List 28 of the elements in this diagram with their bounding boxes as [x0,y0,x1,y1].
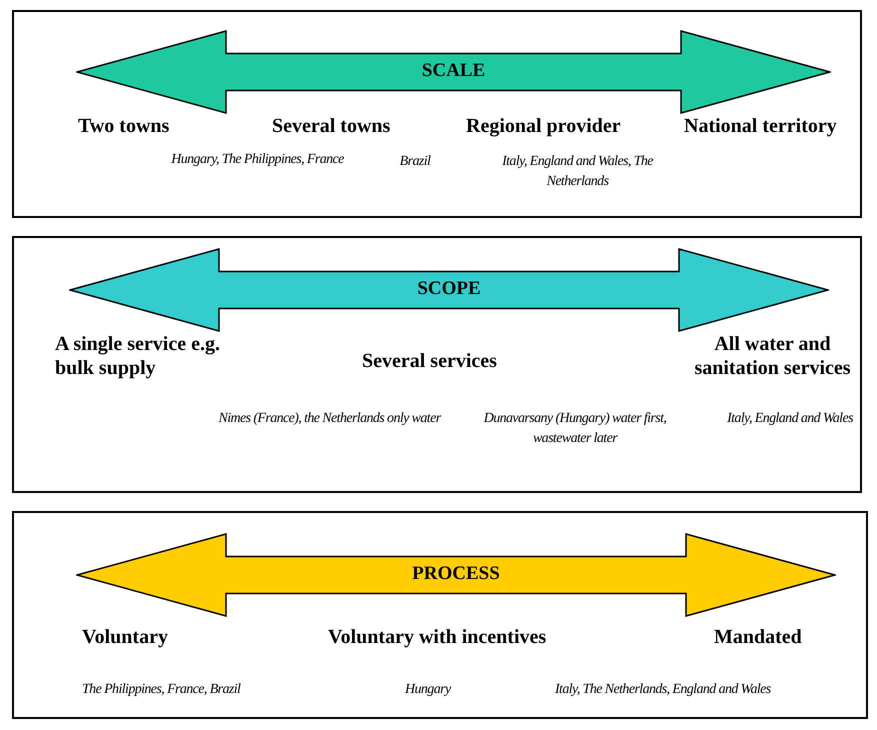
example-text: Nimes (France), the Netherlands only water [217,410,442,428]
example-text: The Philippines, France, Brazil [82,681,242,699]
arrow-label: PROCESS [411,563,501,585]
category-label: All water and sanitation services [693,332,852,380]
arrow-label: SCOPE [416,278,482,300]
category-label: Regional provider [466,114,622,138]
category-label: Voluntary [82,625,169,649]
category-label: Voluntary with incentives [328,625,548,649]
category-label: Several services [362,349,498,373]
category-label: Two towns [78,114,170,138]
double-arrow [69,248,829,332]
category-label: National territory [684,114,838,138]
example-text: Dunavarsany (Hungary) water first, wastewater later [482,410,668,448]
arrow-label: SCALE [420,60,486,82]
category-label: Mandated [714,625,803,649]
panel-frame [12,511,868,719]
example-text: Italy, The Netherlands, England and Wales [555,681,772,699]
example-text: Hungary, The Philippines, France [170,151,345,169]
category-label: Several towns [272,114,392,138]
example-text: Hungary [405,681,452,699]
example-text: Italy, England and Wales [726,410,854,428]
example-text: Italy, England and Wales, The Netherlands [501,153,654,191]
double-arrow [76,533,836,617]
double-arrow [76,30,831,114]
panel-frame [12,10,862,218]
panel-frame [12,236,862,493]
category-label: A single service e.g. bulk supply [55,332,221,380]
example-text: Brazil [398,153,432,171]
